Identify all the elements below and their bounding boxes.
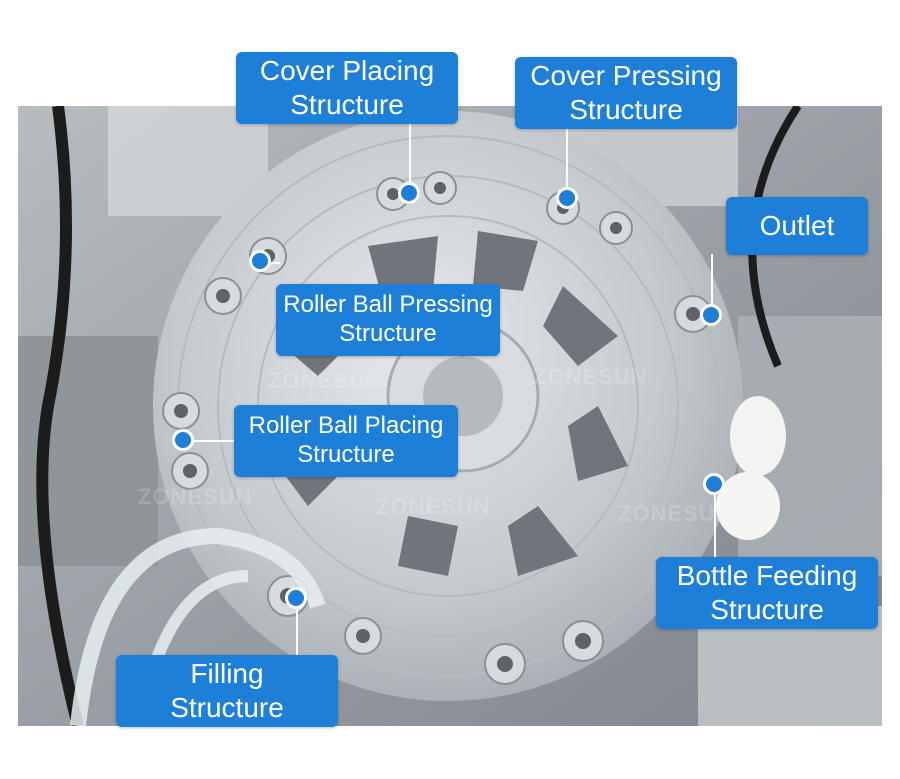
leader-line (183, 440, 235, 442)
watermark: ZONESUN (376, 494, 491, 519)
label-bottle-feeding: Bottle Feeding Structure (656, 557, 878, 629)
marker-dot (556, 187, 578, 209)
label-filling: Filling Structure (116, 655, 338, 727)
label-outlet: Outlet (726, 197, 868, 255)
marker-dot (700, 304, 722, 326)
watermark: ZONESUN (618, 501, 733, 526)
label-cover-pressing: Cover Pressing Structure (515, 57, 737, 129)
label-cover-placing: Cover Placing Structure (236, 52, 458, 124)
watermark: ZONESUN (268, 368, 383, 393)
leader-line (714, 484, 716, 560)
leader-line (296, 598, 298, 656)
marker-dot (703, 473, 725, 495)
marker-dot (285, 587, 307, 609)
watermark: ZONESUN (533, 364, 648, 389)
leader-line (566, 125, 568, 197)
watermark: ZONESUN (138, 484, 253, 509)
marker-dot (172, 429, 194, 451)
marker-dot (249, 250, 271, 272)
label-roller-ball-placing: Roller Ball Placing Structure (234, 405, 458, 477)
leader-line (711, 254, 713, 314)
marker-dot (398, 182, 420, 204)
label-roller-ball-pressing: Roller Ball Pressing Structure (276, 284, 500, 356)
leader-line (409, 120, 411, 192)
